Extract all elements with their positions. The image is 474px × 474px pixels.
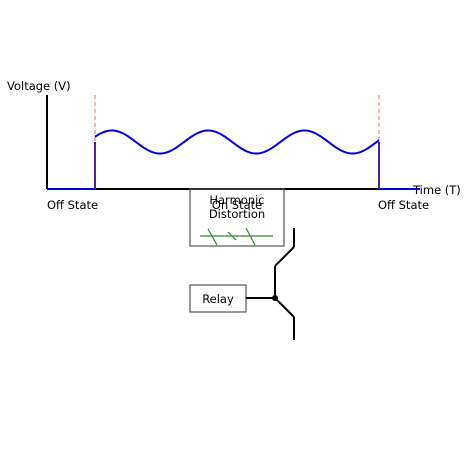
relay-label: Relay xyxy=(202,292,234,306)
relay-switch-symbol xyxy=(246,228,295,340)
x-axis-label: Time (T) xyxy=(412,183,461,197)
distortion-label: Distortion xyxy=(209,207,265,221)
on-state-waveform xyxy=(94,129,380,155)
relay-junction-dot xyxy=(272,295,278,301)
y-axis-label: Voltage (V) xyxy=(7,79,71,93)
distortion-symbol xyxy=(200,227,273,246)
right-off-state-label: Off State xyxy=(378,198,429,212)
left-off-state-label: Off State xyxy=(47,198,98,212)
on-state-label: On State xyxy=(212,198,262,212)
harmonic-label: Harmonic xyxy=(209,193,264,207)
harmonic-distortion-box xyxy=(189,188,285,247)
